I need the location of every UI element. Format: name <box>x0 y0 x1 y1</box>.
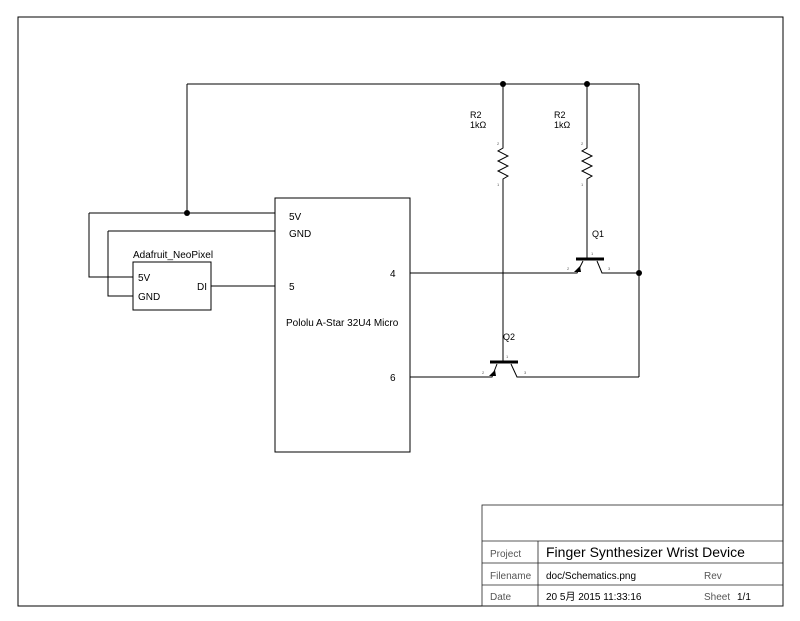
junction-dot <box>584 81 590 87</box>
q1-base-lead <box>572 260 584 274</box>
resistor-left-value: 1kΩ <box>470 120 487 130</box>
mcu-name-label: Pololu A-Star 32U4 Micro <box>286 318 399 329</box>
sheet-label: Sheet <box>704 592 730 603</box>
q2-emitter-lead <box>510 363 522 378</box>
resistor-right-ref: R2 <box>554 110 566 120</box>
resistor-right-pin-top: 2 <box>581 141 584 146</box>
transistor-q2: Q2 2 1 3 <box>482 332 527 378</box>
neopixel-pin-gnd-label: GND <box>138 292 160 303</box>
resistor-right-pin-bottom: 1 <box>581 182 584 187</box>
q2-base-lead <box>490 363 498 378</box>
mcu-pin-6-label: 6 <box>390 373 396 384</box>
q2-pin-e: 3 <box>524 370 527 375</box>
wire-5v-neopixel <box>88 213 133 278</box>
project-value: Finger Synthesizer Wrist Device <box>546 544 745 560</box>
title-block: Project Finger Synthesizer Wrist Device … <box>481 504 784 607</box>
transistor-q1: Q1 2 1 3 <box>567 229 611 274</box>
q2-ref: Q2 <box>503 332 515 342</box>
resistor-right: R2 1kΩ 2 1 <box>554 110 594 187</box>
resistor-left: R2 1kΩ 2 1 <box>470 110 510 187</box>
mcu-pin-4-label: 4 <box>390 269 396 280</box>
sheet-value: 1/1 <box>737 592 751 603</box>
junction-dot <box>636 270 642 276</box>
resistor-right-value: 1kΩ <box>554 120 571 130</box>
neopixel-component: Adafruit_NeoPixel 5V GND DI <box>132 250 213 311</box>
q2-arrow <box>489 370 496 376</box>
resistor-left-ref: R2 <box>470 110 482 120</box>
mcu-pin-gnd-label: GND <box>289 229 311 240</box>
date-value: 20 5月 2015 11:33:16 <box>546 591 642 603</box>
junctions <box>184 81 642 276</box>
resistor-left-pin-top: 2 <box>497 141 500 146</box>
junction-dot <box>184 210 190 216</box>
neopixel-pin-5v-label: 5V <box>138 273 151 284</box>
project-label: Project <box>490 549 521 560</box>
resistor-left-pin-bottom: 1 <box>497 182 500 187</box>
q2-pin-b: 2 <box>482 370 485 375</box>
sheet-frame <box>17 16 784 607</box>
resistor-right-zigzag <box>580 142 594 186</box>
mcu-component: 5V GND 5 4 6 Pololu A-Star 32U4 Micro <box>274 197 411 453</box>
mcu-body <box>274 197 411 453</box>
neopixel-body <box>132 261 212 311</box>
filename-value: doc/Schematics.png <box>546 571 636 582</box>
filename-label: Filename <box>490 571 532 582</box>
mcu-pin-5-label: 5 <box>289 282 295 293</box>
date-label: Date <box>490 592 512 603</box>
q1-pin-e: 3 <box>608 266 611 271</box>
q2-pin-c: 1 <box>506 354 509 359</box>
q1-pin-c: 1 <box>591 251 594 256</box>
mcu-pin-5v-label: 5V <box>289 212 302 223</box>
wire-gnd-neopixel <box>107 231 133 297</box>
neopixel-pin-di-label: DI <box>197 282 207 293</box>
q1-emitter-lead <box>596 260 606 274</box>
resistor-left-zigzag <box>496 142 510 186</box>
rev-label: Rev <box>704 571 722 582</box>
neopixel-name-label: Adafruit_NeoPixel <box>133 250 213 261</box>
junction-dot <box>500 81 506 87</box>
wires <box>88 83 640 378</box>
q1-arrow <box>574 266 581 272</box>
q1-ref: Q1 <box>592 229 604 239</box>
q1-pin-b: 2 <box>567 266 570 271</box>
title-block-frame <box>481 504 784 607</box>
